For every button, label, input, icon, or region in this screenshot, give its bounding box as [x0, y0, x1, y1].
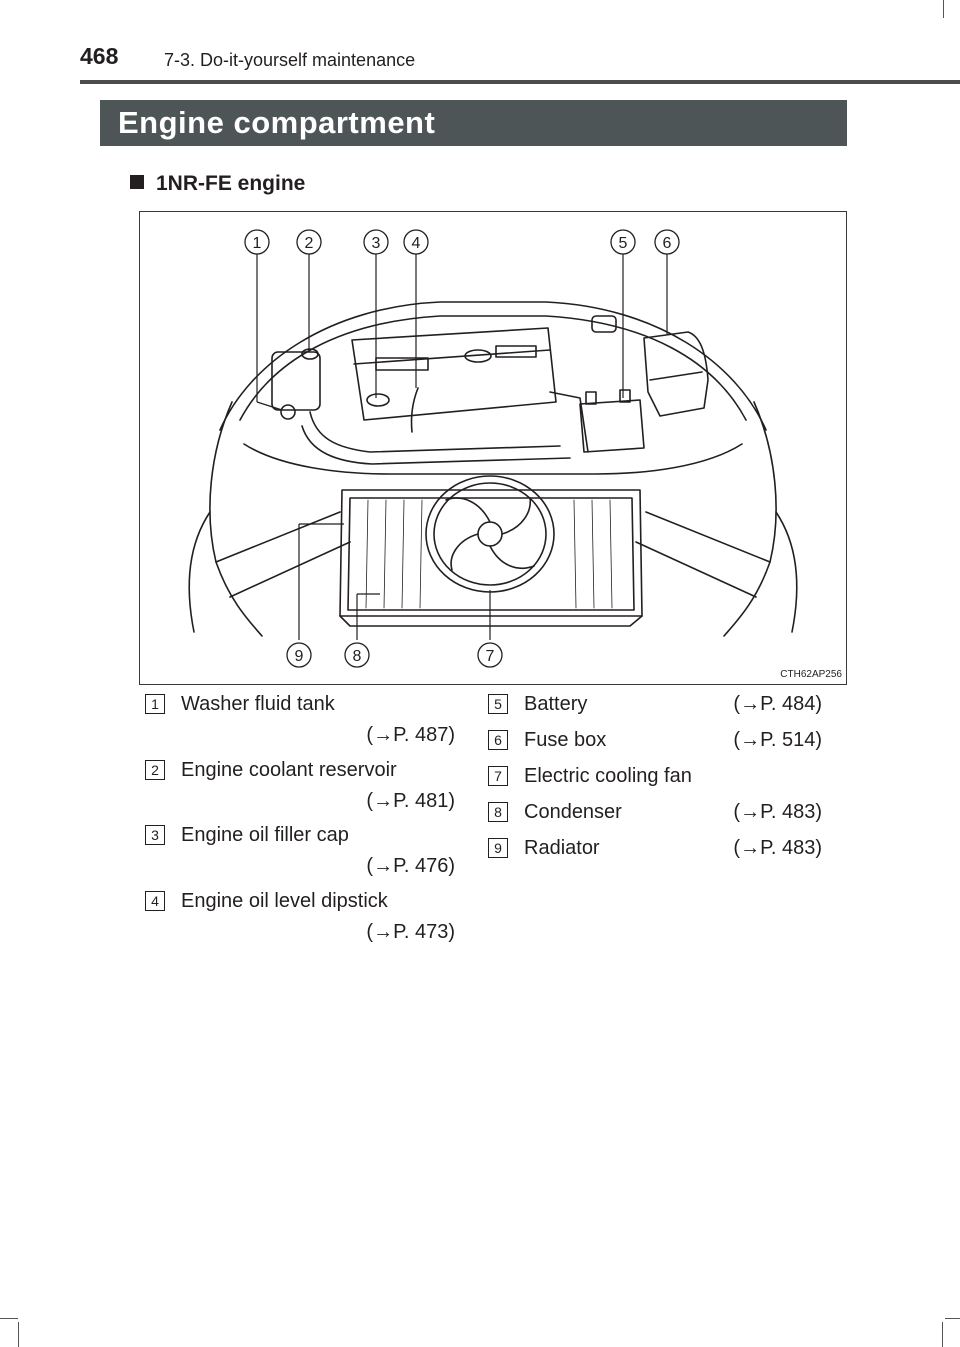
page-reference: (→P. 514) — [733, 729, 822, 751]
crop-mark — [943, 0, 944, 18]
square-bullet-icon — [130, 175, 144, 189]
page-reference: (→P. 481) — [366, 790, 455, 812]
engine-compartment-figure: 1 2 3 4 5 6 9 8 7 CTH62AP256 — [139, 211, 847, 685]
crop-mark — [942, 1322, 943, 1347]
legend-item: 3 Engine oil filler cap (→P. 476) — [145, 821, 455, 881]
callout-5: 5 — [619, 235, 628, 252]
legend-item: 1 Washer fluid tank (→P. 487) — [145, 690, 455, 750]
page-reference: (→P. 483) — [733, 837, 822, 859]
legend-label: Radiator — [524, 837, 600, 859]
page-reference: (→P. 487) — [366, 724, 455, 746]
legend-number: 3 — [145, 825, 165, 845]
callout-3: 3 — [372, 235, 381, 252]
engine-illustration: 1 2 3 4 5 6 9 8 7 — [188, 229, 798, 668]
page-reference: (→P. 473) — [366, 921, 455, 943]
legend-label: Battery — [524, 693, 588, 715]
page-reference: (→P. 476) — [366, 855, 455, 877]
legend-label: Condenser — [524, 801, 622, 823]
page-reference: (→P. 484) — [733, 693, 822, 715]
crop-mark — [0, 1318, 18, 1319]
legend-item: 5 Battery (→P. 484) — [488, 690, 822, 718]
page-reference: (→P. 483) — [733, 801, 822, 823]
legend-number: 7 — [488, 766, 508, 786]
legend-label: Fuse box — [524, 729, 607, 751]
callout-7: 7 — [486, 648, 495, 665]
legend-item: 4 Engine oil level dipstick (→P. 473) — [145, 887, 455, 947]
legend-item: 6 Fuse box (→P. 514) — [488, 726, 822, 754]
callout-2: 2 — [305, 235, 314, 252]
section-title: 7-3. Do-it-yourself maintenance — [164, 50, 416, 70]
crop-mark — [945, 1318, 960, 1319]
legend-label: Engine oil level dipstick — [181, 890, 388, 912]
legend-label: Engine coolant reservoir — [181, 759, 397, 781]
legend-number: 6 — [488, 730, 508, 750]
callout-4: 4 — [412, 235, 421, 252]
callout-1: 1 — [253, 235, 262, 252]
legend-number: 5 — [488, 694, 508, 714]
legend-item: 9 Radiator (→P. 483) — [488, 834, 822, 862]
banner-title: Engine compartment — [118, 105, 436, 140]
header-rule — [80, 80, 960, 84]
callout-8: 8 — [353, 648, 362, 665]
legend-label: Washer fluid tank — [181, 693, 335, 715]
legend-label: Engine oil filler cap — [181, 824, 349, 846]
legend-number: 9 — [488, 838, 508, 858]
page-number: 468 — [80, 43, 119, 69]
callout-6: 6 — [663, 235, 672, 252]
section-banner: Engine compartment — [100, 100, 847, 146]
sub-heading-text: 1NR-FE engine — [156, 172, 306, 195]
legend-item: 7 Electric cooling fan — [488, 762, 822, 790]
legend-number: 1 — [145, 694, 165, 714]
legend-item: 8 Condenser (→P. 483) — [488, 798, 822, 826]
sub-heading: 1NR-FE engine — [130, 170, 305, 198]
callout-9: 9 — [295, 648, 304, 665]
crop-mark — [18, 1322, 19, 1347]
legend-item: 2 Engine coolant reservoir (→P. 481) — [145, 756, 455, 816]
legend-number: 2 — [145, 760, 165, 780]
legend-label: Electric cooling fan — [524, 765, 692, 787]
legend-number: 4 — [145, 891, 165, 911]
legend-number: 8 — [488, 802, 508, 822]
figure-code: CTH62AP256 — [780, 669, 842, 680]
